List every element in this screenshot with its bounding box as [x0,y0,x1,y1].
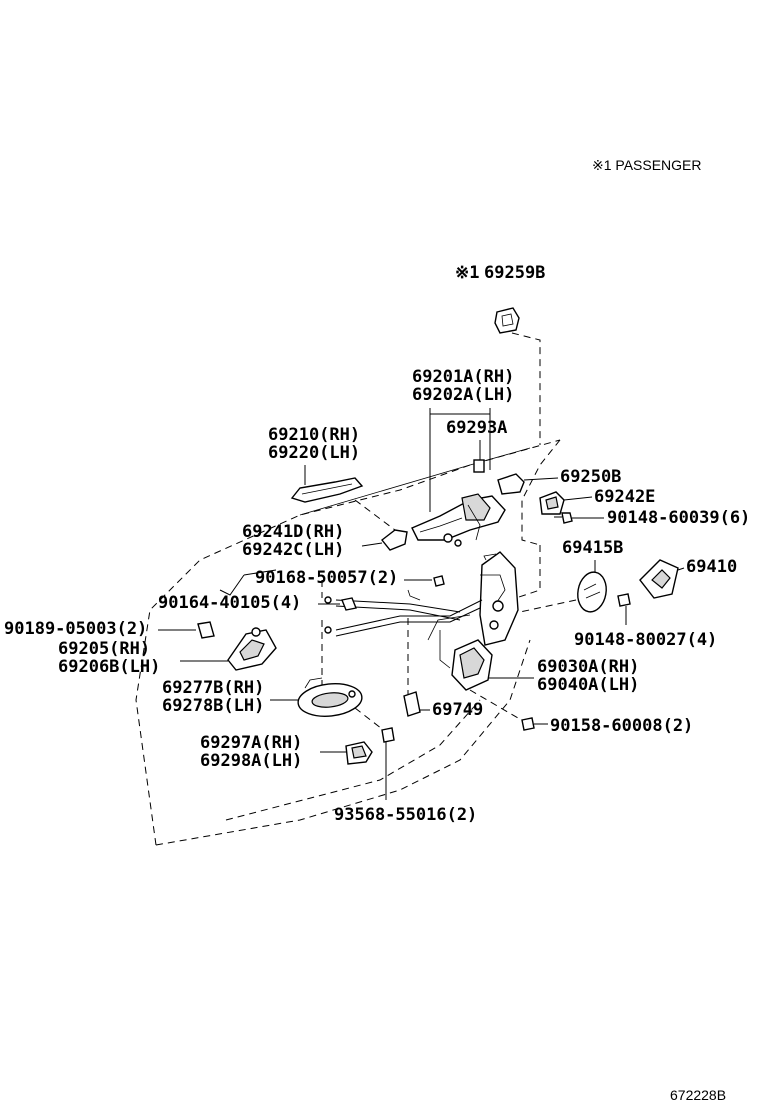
screw-90168-50057 [404,575,445,587]
part-69241d [361,529,408,551]
part-69210 [290,465,396,531]
part-69415b [519,560,607,613]
label-69293a: 69293A [446,418,507,438]
outside-handle-frame-69201a [411,493,506,547]
label-69201a-rh: 69201A(RH) [412,367,514,387]
label-90189-05003: 90189-05003(2) [4,619,147,639]
label-69205-rh: 69205(RH) [58,639,150,659]
screw-90164-40105 [219,569,357,611]
part-69242e [539,491,593,515]
label-69410: 69410 [686,557,737,577]
label-90158-60008: 90158-60008(2) [550,716,693,736]
label-69242c-lh: 69242C(LH) [242,540,344,560]
label-90148-80027: 90148-80027(4) [574,630,717,650]
label-69250b: 69250B [560,467,621,487]
label-69040a-lh: 69040A(LH) [537,675,639,695]
clip-69259b-shape [494,307,520,334]
door-lock-assembly [321,551,519,695]
label-69259b: 69259B [484,263,545,283]
part-69250b [497,473,559,495]
label-69206b-lh: 69206B(LH) [58,657,160,677]
door-panel-outline [135,439,561,846]
label-90168-50057: 90168-50057(2) [255,568,398,588]
label-69259b-prefix: ※1 [455,263,479,283]
leader-69201a [429,408,491,512]
label-90148-60039: 90148-60039(6) [607,508,750,528]
label-69278b-lh: 69278B(LH) [162,696,264,716]
label-69030a-rh: 69030A(RH) [537,657,639,677]
part-69297a [320,741,373,765]
label-69298a-lh: 69298A(LH) [200,751,302,771]
part-69277b [270,677,363,717]
screw-93568-55016 [354,707,395,800]
label-69241d-rh: 69241D(RH) [242,522,344,542]
part-69259b [494,307,541,445]
part-69205 [180,627,277,671]
label-69220-lh: 69220(LH) [268,443,360,463]
label-69277b-rh: 69277B(RH) [162,678,264,698]
label-69202a-lh: 69202A(LH) [412,385,514,405]
label-69749: 69749 [432,700,483,720]
part-90189-05003 [158,621,215,639]
label-93568-55016: 93568-55016(2) [334,805,477,825]
screw-90158-60008 [469,689,548,731]
illustration-reference-code: 672228B [670,1087,726,1103]
screw-90148-80027 [617,593,631,625]
part-69410 [639,559,685,599]
label-69297a-rh: 69297A(RH) [200,733,302,753]
passenger-note: ※1 PASSENGER [592,157,702,173]
screw-90148-60039 [554,512,604,524]
clip-69293a-shape [473,459,485,473]
label-69242e: 69242E [594,487,655,507]
label-69415b: 69415B [562,538,623,558]
part-69293a [473,440,485,473]
label-69210-rh: 69210(RH) [268,425,360,445]
label-90164-40105: 90164-40105(4) [158,593,301,613]
part-69749 [403,691,430,717]
